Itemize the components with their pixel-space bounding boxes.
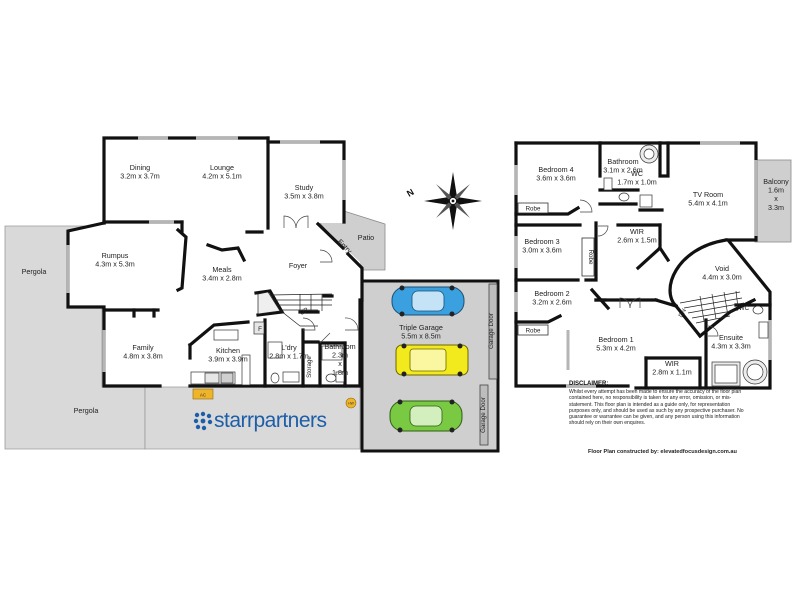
car-green — [389, 399, 463, 433]
robe-bedroom3 — [581, 237, 595, 277]
label-up: UP — [299, 307, 310, 317]
ground-doors — [283, 215, 359, 344]
first-floor: Robe Robe Robe WC DN Bedroom 43.6m x 3.6… — [514, 141, 792, 390]
north-compass — [424, 172, 482, 230]
first-floor-fittings — [603, 144, 769, 387]
kitchen-fittings — [190, 321, 265, 386]
label-patio: Patio — [358, 233, 374, 242]
brand-name-a: starr — [214, 409, 254, 432]
first-floor-stairs — [679, 290, 745, 324]
brand-mark-icon — [193, 411, 213, 431]
wet-area-fittings — [267, 341, 345, 384]
balcony-area — [754, 159, 792, 243]
ac-unit — [192, 388, 214, 400]
disclaimer-body: Whilst every attempt has been made to en… — [569, 389, 744, 427]
brand-name-b: partners — [253, 409, 328, 432]
robe-bedroom4 — [517, 202, 549, 214]
label-pergola-bottom: Pergola — [74, 406, 99, 415]
ac-label: AC — [200, 393, 207, 398]
robe-bedroom2 — [517, 324, 549, 336]
first-floor-windows — [514, 141, 772, 388]
ground-interior — [68, 138, 360, 386]
hws-unit — [345, 397, 357, 409]
label-pergola-left: Pergola — [22, 267, 47, 276]
garage-door-top — [488, 283, 498, 380]
label-robe-bedroom2: Robe — [526, 328, 541, 335]
ground-stairs — [257, 291, 333, 327]
car-blue — [391, 285, 465, 317]
ground-floor: AC HW Pergola Pergola Patio Entry Storag… — [4, 136, 500, 453]
hws-label: HW — [348, 402, 354, 406]
car-yellow — [395, 343, 469, 377]
room-foyer-label: Foyer — [289, 261, 308, 270]
ground-windows — [66, 136, 346, 372]
label-dn: DN — [677, 308, 688, 319]
label-storage: Storage — [306, 356, 313, 378]
first-floor-doors — [579, 199, 719, 337]
label-robe-bedroom3: Robe — [587, 250, 594, 265]
label-fridge: F — [258, 326, 262, 333]
floor-plan-credit: Floor Plan constructed by: elevatedfocus… — [588, 449, 737, 455]
garage-door-bottom — [479, 384, 489, 446]
label-wc-ensuite: WC — [739, 305, 750, 312]
label-garage-door-top: Garage Door — [488, 313, 495, 349]
brand-name: starrpartners — [214, 409, 327, 433]
label-garage-door-bottom: Garage Door — [480, 397, 487, 433]
label-robe-bedroom4: Robe — [526, 206, 541, 213]
compass-north-label: N — [405, 187, 416, 199]
brand-logo: starrpartners — [192, 409, 327, 433]
disclaimer-title: DISCLAIMER: — [569, 381, 609, 387]
